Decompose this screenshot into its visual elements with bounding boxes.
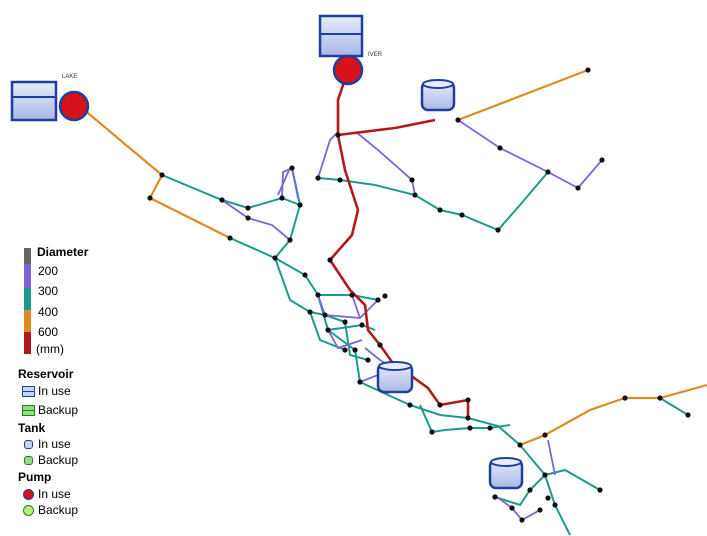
diameter-colorbar bbox=[24, 248, 31, 354]
river-pump bbox=[332, 54, 364, 86]
tank-south bbox=[488, 457, 524, 490]
reservoir-in-use: In use bbox=[38, 384, 71, 398]
pump-in-use: In use bbox=[38, 487, 71, 501]
tank-in-use-icon bbox=[24, 440, 33, 449]
pipes-200 bbox=[221, 119, 603, 522]
pump-backup-icon bbox=[23, 505, 34, 516]
reservoir-in-use-icon bbox=[22, 386, 35, 397]
tank-backup: Backup bbox=[38, 453, 79, 467]
pipes-600 bbox=[328, 69, 470, 418]
river-reservoir: IVER bbox=[318, 14, 383, 58]
diameter-600: 600 bbox=[38, 325, 59, 339]
diameter-title: Diameter bbox=[37, 245, 89, 259]
tank-middle bbox=[376, 361, 414, 394]
junction-nodes bbox=[147, 67, 691, 523]
tank-backup-icon bbox=[24, 456, 33, 465]
lake-label: LAKE bbox=[62, 74, 77, 80]
tank-in-use: In use bbox=[38, 437, 71, 451]
tank-north bbox=[420, 79, 456, 112]
river-label: IVER bbox=[368, 52, 383, 58]
pump-in-use-icon bbox=[23, 489, 34, 500]
diameter-unit: (mm) bbox=[36, 342, 64, 356]
diameter-300: 300 bbox=[38, 284, 59, 298]
pump-title: Pump bbox=[18, 470, 52, 484]
diameter-400: 400 bbox=[38, 305, 59, 319]
pipes-300 bbox=[161, 167, 689, 536]
tank-title: Tank bbox=[18, 421, 46, 435]
diameter-200: 200 bbox=[38, 264, 59, 278]
reservoir-backup: Backup bbox=[38, 403, 79, 417]
pump-backup: Backup bbox=[38, 503, 79, 517]
lake-reservoir: LAKE bbox=[10, 74, 77, 122]
lake-pump bbox=[58, 90, 90, 122]
reservoir-title: Reservoir bbox=[18, 367, 74, 381]
reservoir-backup-icon bbox=[22, 405, 35, 416]
pipes-400 bbox=[81, 68, 707, 447]
legend: Diameter 200 300 400 600 (mm) Reservoir … bbox=[0, 0, 140, 536]
